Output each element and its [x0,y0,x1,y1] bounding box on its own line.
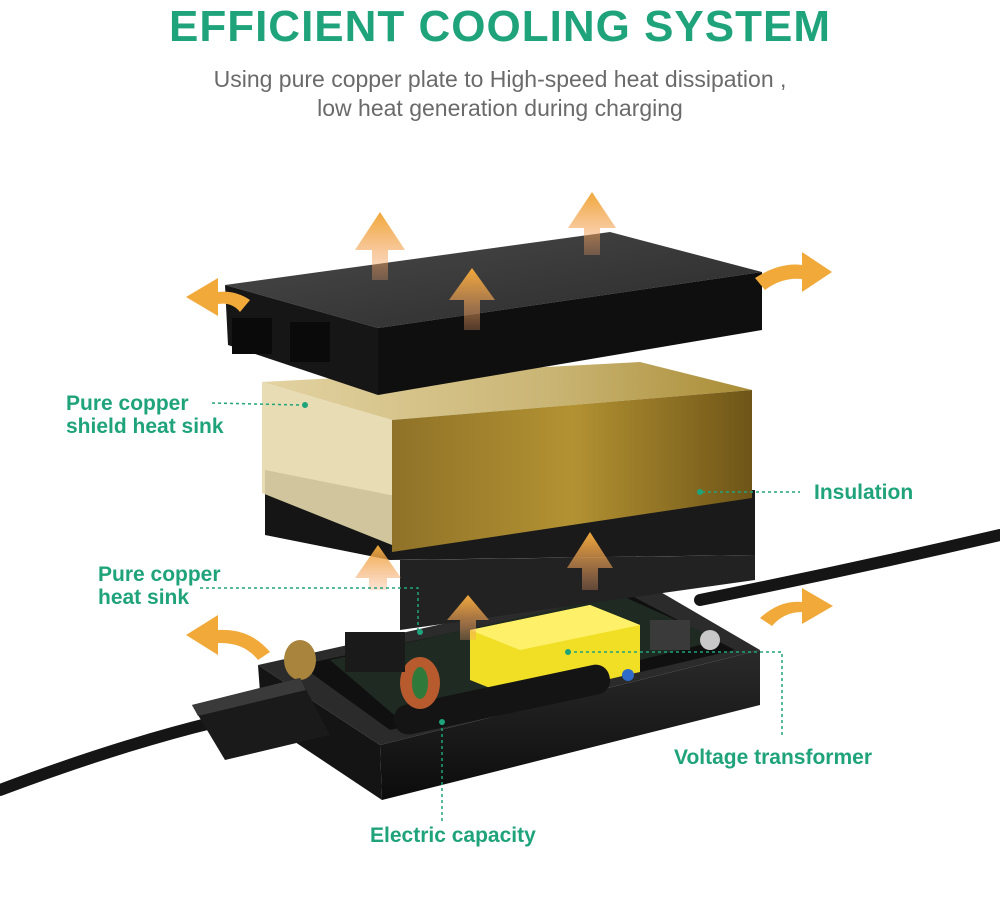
callout-copper-heatsink-line2: heat sink [98,586,190,609]
heat-arrow-up-icon [355,212,405,280]
callout-copper-shield-line1: Pure copper [66,392,189,415]
inductor-coil-left [284,640,316,680]
heat-arrow-up-icon [568,192,616,255]
heat-arrow-up-icon [449,268,495,330]
heat-arrow-up-icon [355,545,401,590]
heat-arrow-right-icon [760,588,833,626]
heat-arrow-up-icon [567,532,613,590]
callout-copper-heatsink: Pure copper heat sink [98,563,221,609]
heat-arrow-left-icon [186,615,270,660]
callout-copper-shield: Pure copper shield heat sink [66,392,224,438]
heat-arrow-right-icon [755,252,832,292]
callout-voltage-transformer: Voltage transformer [674,746,872,769]
callout-copper-shield-line2: shield heat sink [66,415,224,438]
heat-arrows [186,192,833,660]
capacitor-barrel [393,664,611,735]
copper-shield [262,362,752,552]
callout-insulation: Insulation [814,481,914,504]
callout-copper-heatsink-line1: Pure copper [98,563,221,586]
ac-cable [0,716,221,796]
pcb-components [284,595,720,735]
leader-copper-heatsink [200,587,419,630]
dc-cable [694,529,1000,606]
leader-copper-shield [211,402,301,406]
callout-electric-capacity: Electric capacity [370,824,536,847]
page-title: EFFICIENT COOLING SYSTEM [168,2,832,51]
subtitle-line-2: low heat generation during charging [317,95,683,121]
heat-arrow-up-icon [447,595,489,640]
leader-dots [302,402,703,725]
leader-lines [200,402,800,822]
heat-arrow-left-icon [186,278,250,316]
top-lid [225,232,762,395]
subtitle-line-1: Using pure copper plate to High-speed he… [213,66,787,92]
